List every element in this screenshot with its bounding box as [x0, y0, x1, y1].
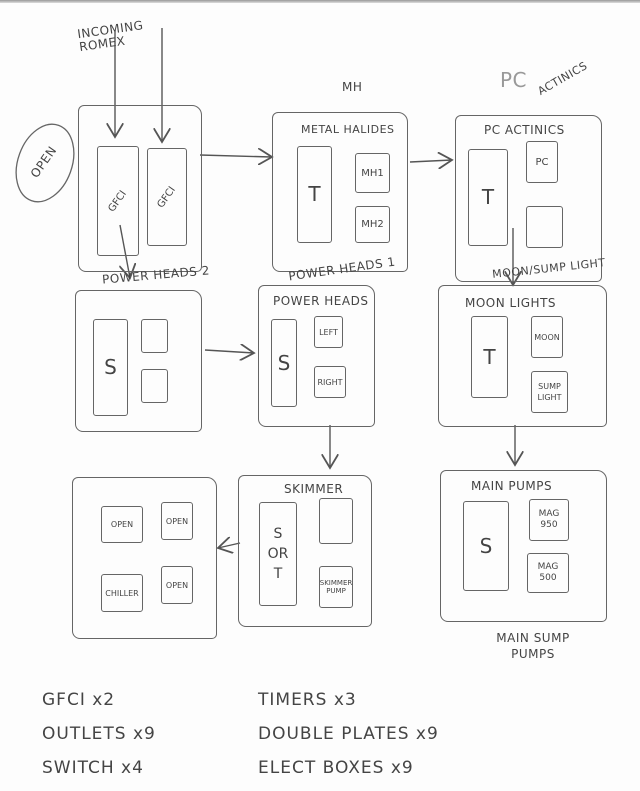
- outlet-cell: OPEN: [101, 506, 143, 543]
- outlet-cell: MAG 950: [529, 499, 569, 541]
- power-heads-1-box: POWER HEADS S LEFT RIGHT: [258, 285, 375, 427]
- outlet-cell: MH1: [355, 153, 390, 193]
- outlet-cell: MOON: [531, 316, 563, 358]
- power-heads-2-box: S: [75, 290, 202, 432]
- switch-cell: S: [271, 319, 297, 407]
- skimmer-box: SKIMMER S OR T SKIMMER PUMP: [238, 475, 372, 627]
- outlet-cell: OPEN: [161, 566, 193, 604]
- box-title: POWER HEADS: [273, 294, 369, 308]
- arrow-mh-to-pc: [409, 160, 452, 162]
- arrow-skimmer-to-open: [218, 543, 241, 548]
- mh-label: MH: [342, 80, 363, 94]
- pc-actinics-box: PC ACTINICS T PC: [455, 115, 602, 282]
- main-sump-pumps-label: MAIN SUMP PUMPS: [496, 631, 570, 661]
- switch-or-timer-cell: S OR T: [259, 502, 297, 606]
- timer-cell: T: [471, 316, 508, 398]
- outlet-cell: MH2: [355, 206, 390, 243]
- outlet-cell: PC: [526, 141, 558, 183]
- gfci-box: GFCI GFCI: [78, 105, 202, 272]
- outlet-cell: OPEN: [161, 502, 193, 540]
- switch-cell: S: [93, 319, 128, 416]
- open-chiller-box: OPEN OPEN CHILLER OPEN: [72, 477, 217, 639]
- switch-cell: S: [463, 501, 509, 591]
- box-title: MOON LIGHTS: [465, 296, 557, 310]
- outlet-cell: RIGHT: [314, 366, 346, 398]
- outlet-cell: [319, 498, 353, 544]
- total-double-plates: DOUBLE PLATES x9: [258, 724, 439, 744]
- pc-label: PC: [500, 68, 528, 92]
- timer-cell: T: [468, 149, 508, 246]
- outlet-cell: [141, 319, 168, 353]
- box-title: MAIN PUMPS: [471, 479, 553, 493]
- outlet-cell: [141, 369, 168, 403]
- outlet-cell: SKIMMER PUMP: [319, 566, 353, 608]
- open-oval: [15, 123, 75, 203]
- arrow-gfci-to-ph2: [120, 224, 130, 278]
- gfci-cell: GFCI: [147, 148, 187, 246]
- box-title: PC ACTINICS: [484, 123, 565, 137]
- box-title: METAL HALIDES: [301, 123, 395, 136]
- gfci-cell: GFCI: [97, 146, 139, 256]
- cell-label: GFCI: [106, 188, 130, 214]
- outlet-cell: CHILLER: [101, 574, 143, 612]
- metal-halides-box: METAL HALIDES T MH1 MH2: [272, 112, 408, 272]
- outlet-cell: [526, 206, 563, 248]
- total-outlets: OUTLETS x9: [42, 724, 156, 744]
- outlet-cell: SUMP LIGHT: [531, 371, 568, 413]
- main-pumps-box: MAIN PUMPS S MAG 950 MAG 500: [440, 470, 607, 622]
- total-timers: TIMERS x3: [258, 690, 357, 710]
- timer-cell: T: [297, 146, 332, 243]
- cell-label: GFCI: [155, 184, 179, 210]
- total-switch: SWITCH x4: [42, 758, 144, 778]
- total-elect-boxes: ELECT BOXES x9: [258, 758, 414, 778]
- arrow-gfci-to-mh: [199, 155, 272, 157]
- total-gfci: GFCI x2: [42, 690, 116, 710]
- outlet-cell: LEFT: [314, 316, 343, 348]
- arrow-ph2-to-ph1: [204, 350, 254, 353]
- moon-lights-box: MOON LIGHTS T MOON SUMP LIGHT: [438, 285, 607, 427]
- box-title: SKIMMER: [284, 482, 344, 496]
- outlet-cell: MAG 500: [527, 553, 569, 593]
- page-edge: [0, 0, 640, 3]
